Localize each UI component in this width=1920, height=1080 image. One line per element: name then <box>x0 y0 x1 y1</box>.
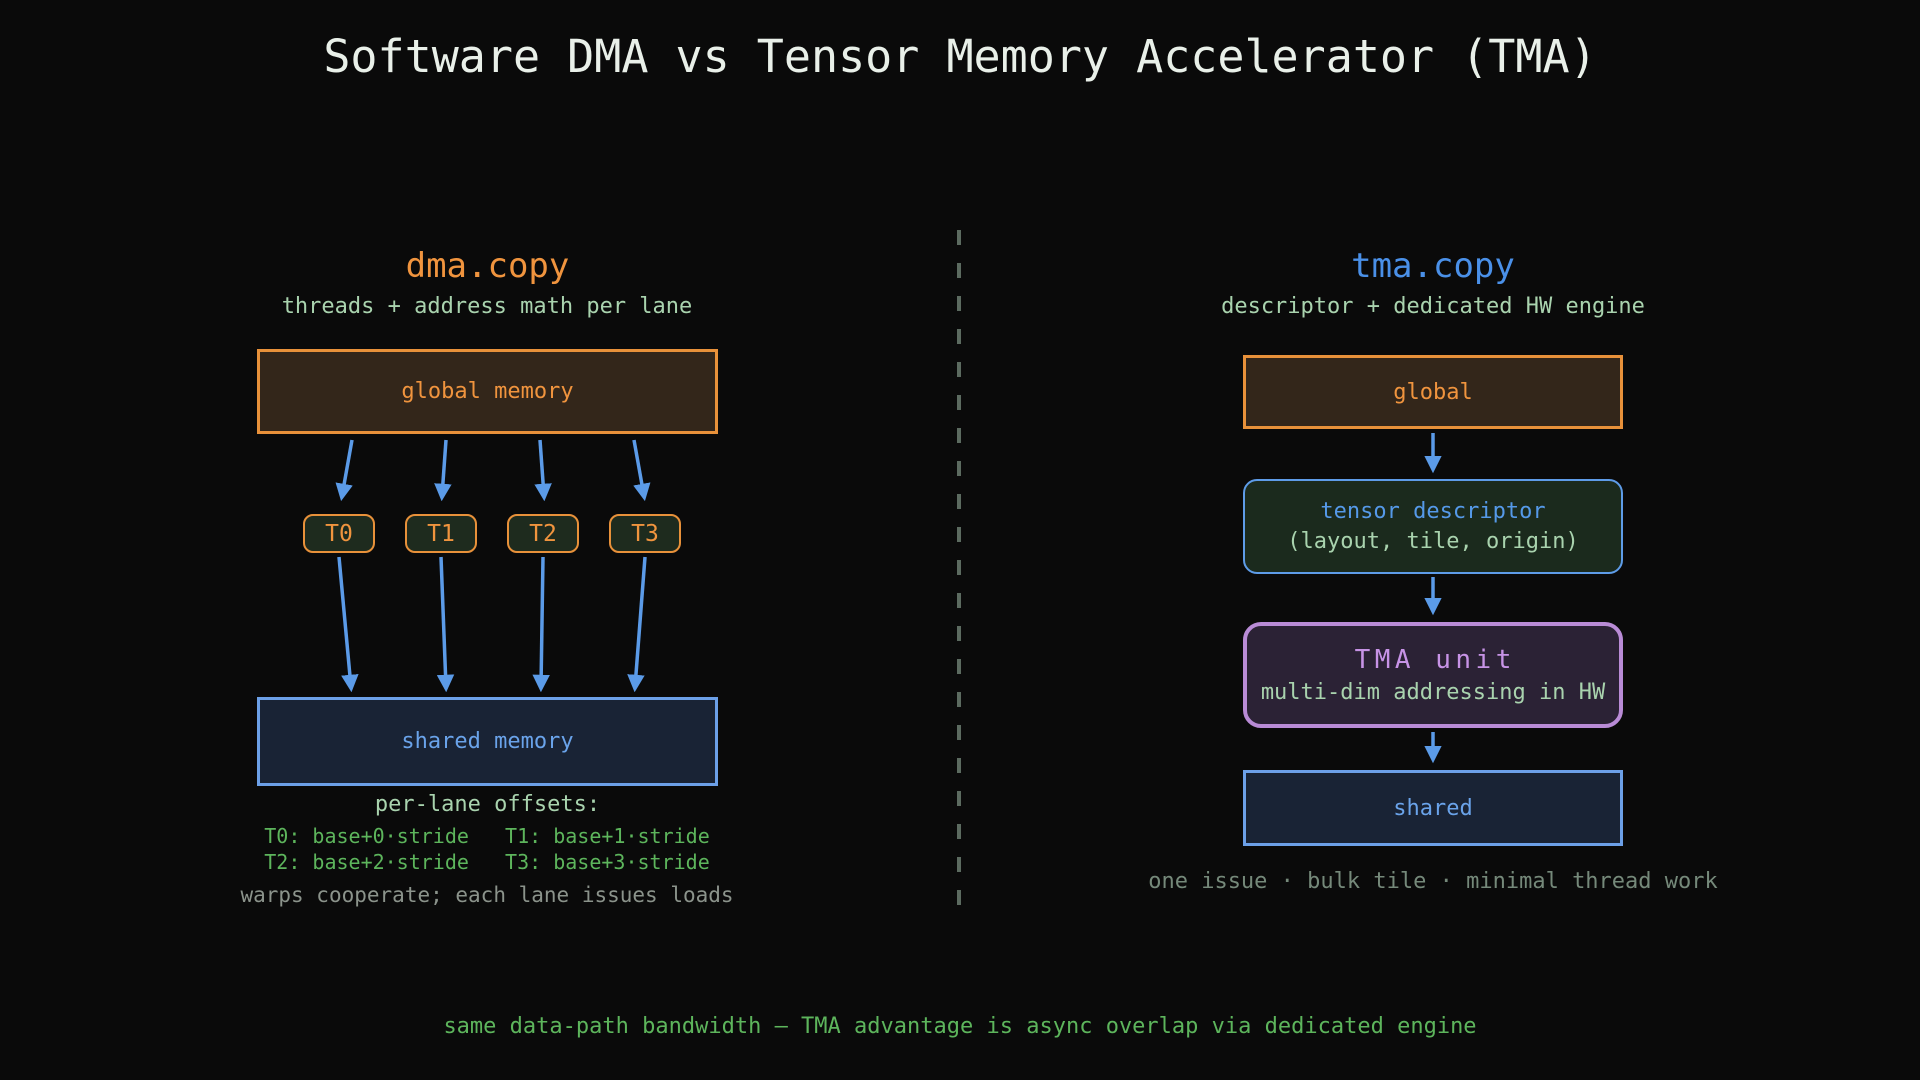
offsets-row-2: T2: base+2·stride T3: base+3·stride <box>264 850 710 874</box>
tensor-descriptor-title: tensor descriptor <box>1320 498 1546 524</box>
flow-arrow <box>632 439 651 502</box>
footer-caption: same data-path bandwidth — TMA advantage… <box>443 1014 1477 1039</box>
offsets-row-1: T0: base+0·stride T1: base+1·stride <box>264 824 710 848</box>
shared-memory-box: shared memory <box>257 697 718 786</box>
dma-heading: dma.copy <box>405 246 570 286</box>
offsets-title: per-lane offsets: <box>374 792 601 817</box>
thread-label: T0 <box>325 520 353 547</box>
global-box: global <box>1243 355 1623 429</box>
tma-unit-box: TMA unit multi-dim addressing in HW <box>1243 622 1623 728</box>
shared-label: shared <box>1393 795 1473 821</box>
tma-note: one issue · bulk tile · minimal thread w… <box>1148 869 1718 894</box>
thread-box-t3: T3 <box>609 514 681 553</box>
flow-arrow <box>335 439 354 502</box>
thread-label: T1 <box>427 520 455 547</box>
flow-arrow <box>337 556 359 693</box>
thread-box-t0: T0 <box>303 514 375 553</box>
dma-subheading: threads + address math per lane <box>281 294 693 319</box>
tma-unit-title: TMA unit <box>1354 645 1516 675</box>
flow-arrow <box>627 556 647 693</box>
tma-subheading: descriptor + dedicated HW engine <box>1221 294 1645 319</box>
global-memory-box: global memory <box>257 349 718 434</box>
thread-box-t1: T1 <box>405 514 477 553</box>
tma-heading: tma.copy <box>1351 246 1515 286</box>
thread-box-t2: T2 <box>507 514 579 553</box>
dma-note: warps cooperate; each lane issues loads <box>240 883 734 907</box>
flow-arrow <box>534 439 552 502</box>
shared-memory-label: shared memory <box>401 729 574 754</box>
page-title: Software DMA vs Tensor Memory Accelerato… <box>323 30 1597 83</box>
global-memory-label: global memory <box>401 379 574 404</box>
thread-label: T3 <box>631 520 659 547</box>
flow-arrow <box>436 556 455 693</box>
tensor-descriptor-subtitle: (layout, tile, origin) <box>1287 528 1579 554</box>
global-label: global <box>1393 379 1473 405</box>
thread-label: T2 <box>529 520 557 547</box>
tensor-descriptor-box: tensor descriptor (layout, tile, origin) <box>1243 479 1623 574</box>
flow-arrow <box>532 556 550 693</box>
shared-box: shared <box>1243 770 1623 846</box>
tma-unit-subtitle: multi-dim addressing in HW <box>1260 680 1606 705</box>
flow-arrow <box>434 439 452 502</box>
